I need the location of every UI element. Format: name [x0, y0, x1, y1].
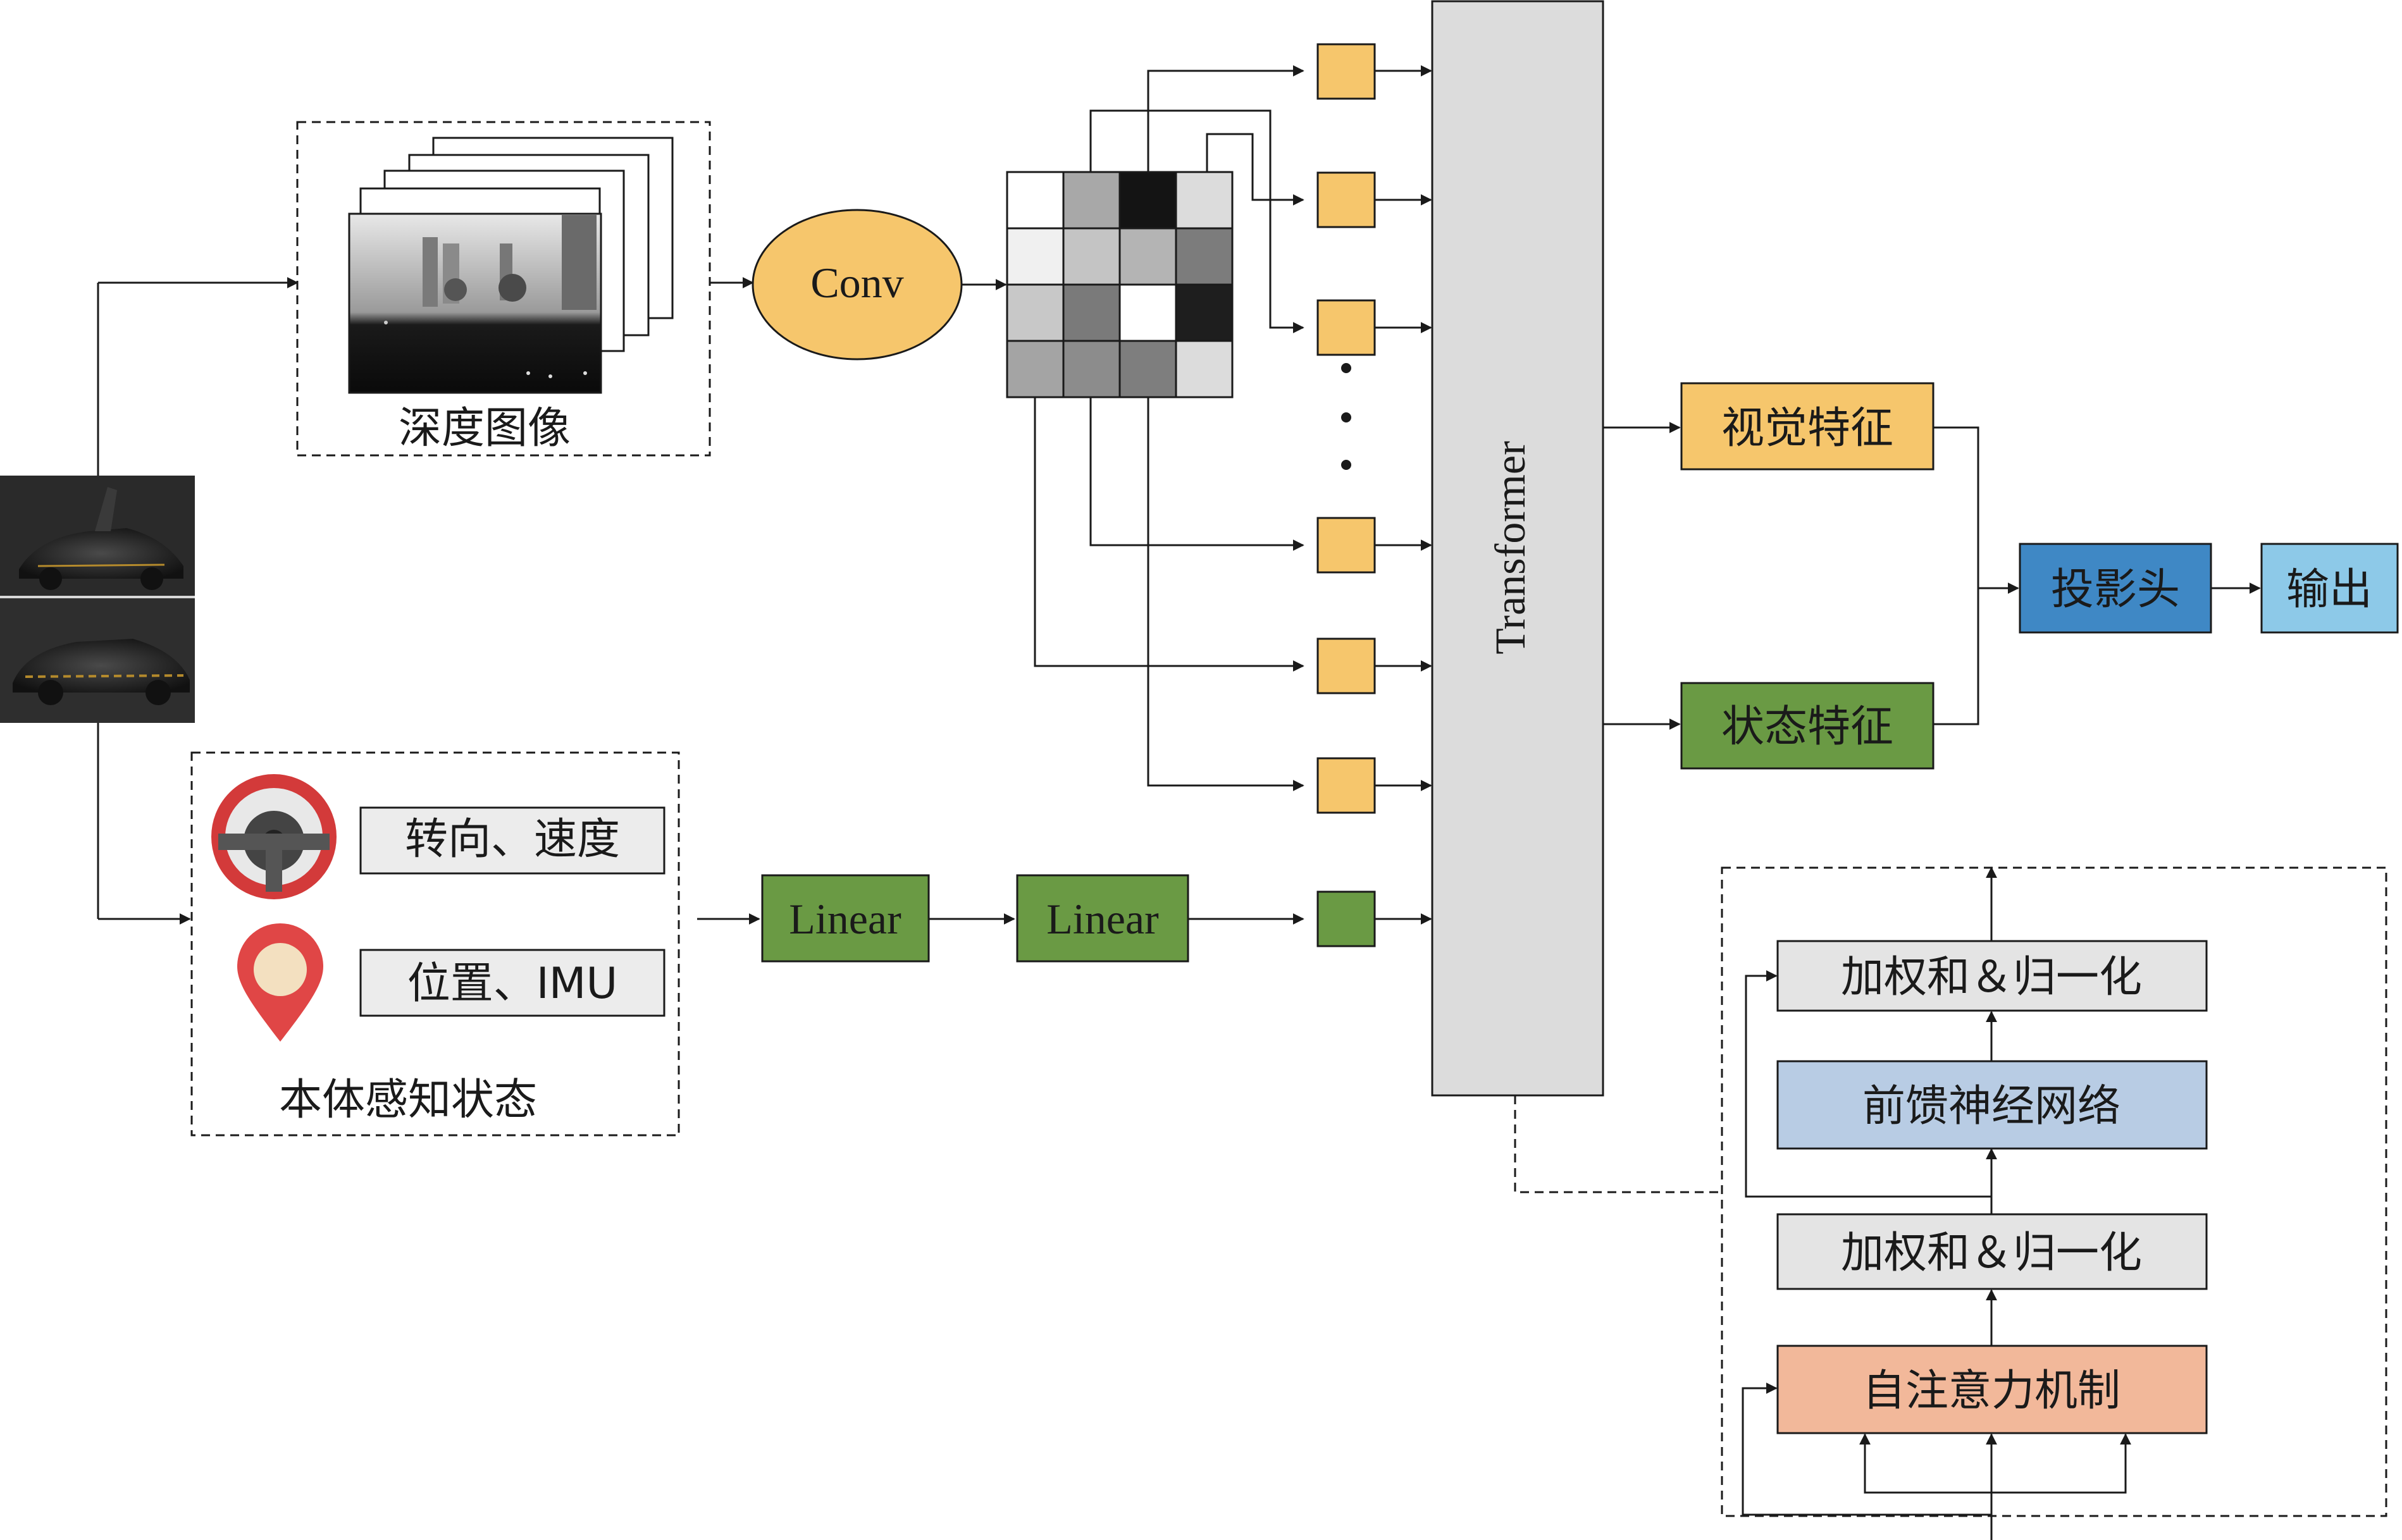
visual-feature-label: 视觉特征	[1721, 403, 1893, 453]
feature-map-cell	[1118, 340, 1177, 398]
ffn-label: 前馈神经网络	[1862, 1081, 2120, 1131]
feature-map-cell	[1175, 227, 1234, 286]
steering-speed-label: 转向、速度	[405, 815, 620, 865]
visual-token	[1316, 517, 1376, 574]
add-norm-bottom-label: 加权和＆归一化	[1841, 1228, 2142, 1278]
feature-map-cell	[1006, 340, 1065, 398]
feature-map-cell	[1175, 283, 1234, 342]
visual-token	[1316, 757, 1376, 814]
ellipsis-dot	[1341, 363, 1351, 373]
steering-wheel-icon	[211, 774, 337, 899]
output-box: 输出	[2260, 543, 2399, 634]
feature-map-cell	[1006, 171, 1065, 230]
feature-map-cell	[1175, 171, 1234, 230]
linear1-label: Linear	[789, 895, 901, 943]
conv-node: Conv	[752, 209, 963, 360]
feature-map-cell	[1062, 227, 1121, 286]
visual-token-list	[1316, 43, 1376, 814]
conv-label: Conv	[810, 259, 903, 307]
self-attention-box	[1776, 1345, 2208, 1434]
feature-map-cell	[1175, 340, 1234, 398]
feature-map-cell	[1118, 171, 1177, 230]
location-pin-icon	[237, 923, 323, 1042]
position-imu-box	[359, 949, 666, 1017]
transformer-detail: 加权和＆归一化 前馈神经网络 加权和＆归一化 自注意力机制	[1721, 866, 2387, 1540]
feature-map-cell	[1118, 283, 1177, 342]
ellipsis-dot	[1341, 460, 1351, 470]
visual-token	[1316, 43, 1376, 100]
feature-map-cell	[1006, 227, 1065, 286]
state-token	[1316, 890, 1376, 947]
visual-token	[1316, 638, 1376, 694]
transformer-block: Transformer	[1431, 0, 1604, 1097]
add-norm-top-label: 加权和＆归一化	[1841, 952, 2142, 1002]
feature-map-cell	[1006, 283, 1065, 342]
detail-link-line	[1514, 1095, 1721, 1193]
self-attention-label: 自注意力机制	[1862, 1366, 2120, 1416]
steering-speed-box	[359, 806, 666, 875]
ellipsis-dot	[1341, 412, 1351, 422]
transformer-label: Transformer	[1486, 441, 1534, 655]
feature-map-cell	[1062, 283, 1121, 342]
projection-head-label: 投影头	[2051, 565, 2180, 615]
linear-layer-2: Linear	[1016, 874, 1189, 963]
visual-token	[1316, 299, 1376, 356]
car-photo-icon	[0, 476, 195, 723]
feature-map-cell	[1062, 171, 1121, 230]
feature-map-cell	[1118, 227, 1177, 286]
depth-image	[348, 213, 602, 394]
add-norm-bottom-box	[1776, 1213, 2208, 1290]
proprio-label: 本体感知状态	[279, 1075, 537, 1125]
token-routing-lines	[1034, 65, 1304, 791]
add-norm-top-box	[1776, 940, 2208, 1012]
depth-image-label: 深度图像	[399, 403, 571, 453]
state-feature-box: 状态特征	[1680, 682, 1935, 770]
state-feature-label: 状态特征	[1721, 702, 1893, 752]
token-to-transformer-arrows	[1375, 65, 1432, 925]
output-label: 输出	[2286, 565, 2372, 615]
feature-merge-lines	[1933, 426, 2019, 725]
feature-map-cell	[1062, 340, 1121, 398]
linear-layer-1: Linear	[761, 874, 930, 963]
visual-token	[1316, 171, 1376, 228]
depth-image-group: 深度图像	[296, 121, 711, 457]
visual-feature-box: 视觉特征	[1680, 382, 1935, 471]
projection-head-box: 投影头	[2019, 543, 2212, 634]
position-imu-label: 位置、IMU	[407, 959, 618, 1009]
linear2-label: Linear	[1046, 895, 1159, 943]
proprioception-group: 转向、速度 位置、IMU 本体感知状态	[190, 751, 680, 1137]
ffn-box	[1776, 1060, 2208, 1150]
feature-map-grid	[1006, 171, 1234, 398]
